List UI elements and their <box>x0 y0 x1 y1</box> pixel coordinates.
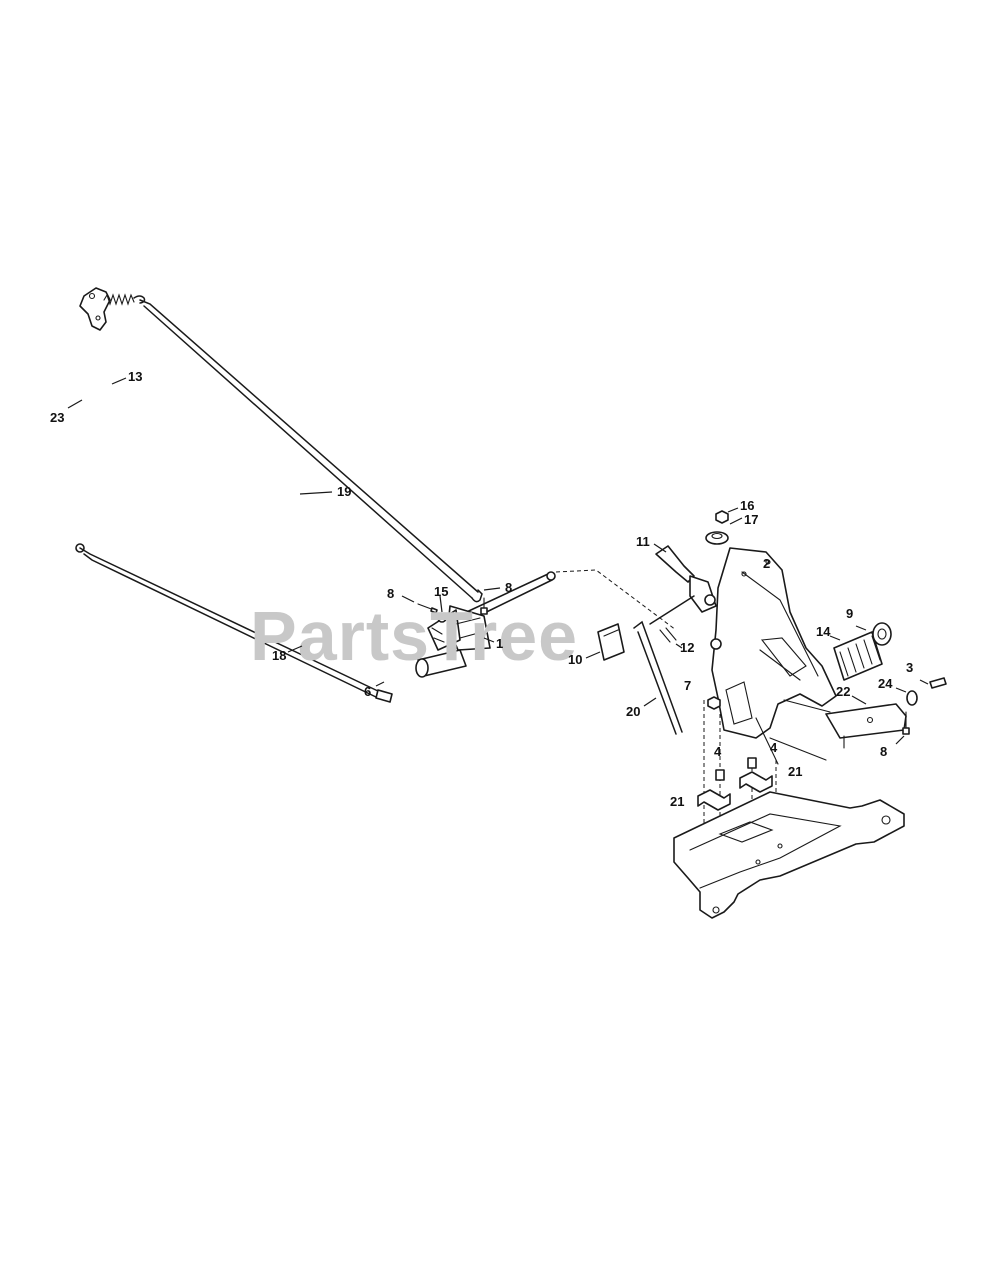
callout-12: 12 <box>680 640 694 655</box>
callout-21: 21 <box>670 794 684 809</box>
part-16-nut <box>715 510 729 524</box>
callout-22: 22 <box>836 684 850 699</box>
part-11-lever <box>649 545 717 625</box>
part-23-bracket <box>79 287 111 331</box>
part-20-rod <box>633 620 683 735</box>
part-12-pin <box>659 627 677 643</box>
callout-16: 16 <box>740 498 754 513</box>
part-13-spring <box>103 293 146 306</box>
part-2-pedal-frame <box>710 547 837 765</box>
part-22-bracket <box>769 699 907 761</box>
callout-15: 15 <box>434 584 448 599</box>
part-17-cap <box>705 531 729 545</box>
callout-24: 24 <box>878 676 893 691</box>
callout-8: 8 <box>505 580 512 595</box>
base-frame-plate <box>673 791 905 919</box>
callout-10: 10 <box>568 652 582 667</box>
part-9-cap <box>872 622 892 646</box>
part-4-screw-left <box>715 769 725 781</box>
callout-18: 18 <box>272 648 286 663</box>
callout-leaders <box>67 377 929 745</box>
part-18-rod <box>75 543 393 703</box>
callout-8: 8 <box>387 586 394 601</box>
part-21-clip-left <box>697 789 731 811</box>
part-3-bolt <box>929 677 947 689</box>
callout-19: 19 <box>337 484 351 499</box>
callout-3: 3 <box>906 660 913 675</box>
callout-7: 7 <box>684 678 691 693</box>
callout-4: 4 <box>770 740 778 755</box>
callout-4: 4 <box>714 744 722 759</box>
callout-23: 23 <box>50 410 64 425</box>
callout-9: 9 <box>846 606 853 621</box>
callout-21: 21 <box>788 764 802 779</box>
callout-2: 2 <box>763 556 770 571</box>
part-21-clip-right <box>739 771 773 793</box>
callout-8: 8 <box>880 744 887 759</box>
part-24-washer <box>906 690 918 706</box>
part-8-pin-left <box>417 603 438 614</box>
part-8-pin-mid <box>480 597 488 615</box>
callout-labels: 23 13 19 18 6 8 15 8 1 10 12 20 11 16 17… <box>50 369 913 809</box>
watermark-text: PartsTree <box>250 597 578 675</box>
callout-13: 13 <box>128 369 142 384</box>
callout-14: 14 <box>816 624 831 639</box>
part-10-bracket <box>597 623 625 661</box>
part-15-washer <box>437 613 447 623</box>
part-4-screw-right <box>747 757 757 769</box>
callout-6: 6 <box>364 684 371 699</box>
callout-1: 1 <box>496 636 503 651</box>
part-14-pedal-pad <box>833 631 883 681</box>
part-8-pin-right <box>902 711 910 735</box>
callout-11: 11 <box>636 534 650 549</box>
callout-17: 17 <box>744 512 758 527</box>
callout-20: 20 <box>626 704 640 719</box>
part-7-nut <box>707 696 721 710</box>
part-19-rod <box>139 299 483 603</box>
